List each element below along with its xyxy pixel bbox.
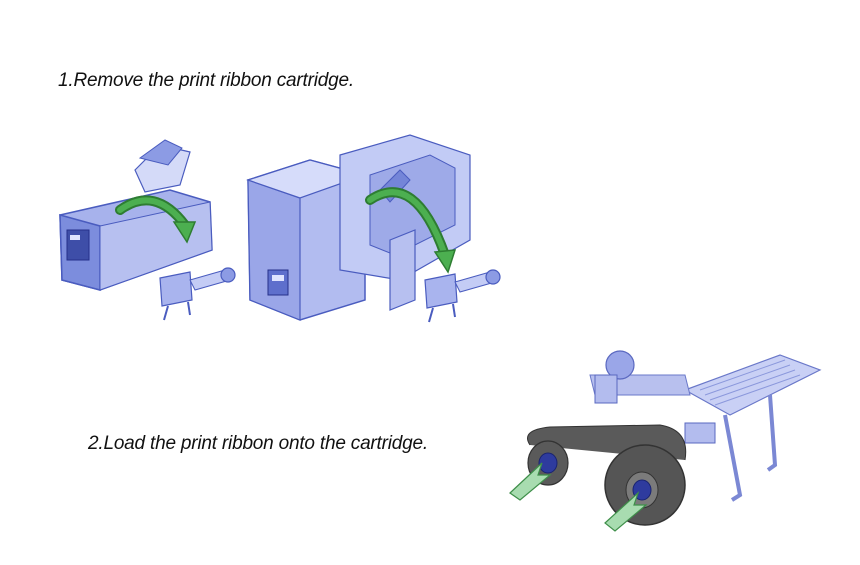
step-2-instruction: 2.Load the print ribbon onto the cartrid… <box>88 433 428 454</box>
ribbon-cartridge-illustration <box>509 350 822 532</box>
large-printer-illustration <box>246 134 501 323</box>
step-1-instruction: 1.Remove the print ribbon cartridge. <box>58 70 354 91</box>
small-printer-illustration <box>59 139 236 321</box>
